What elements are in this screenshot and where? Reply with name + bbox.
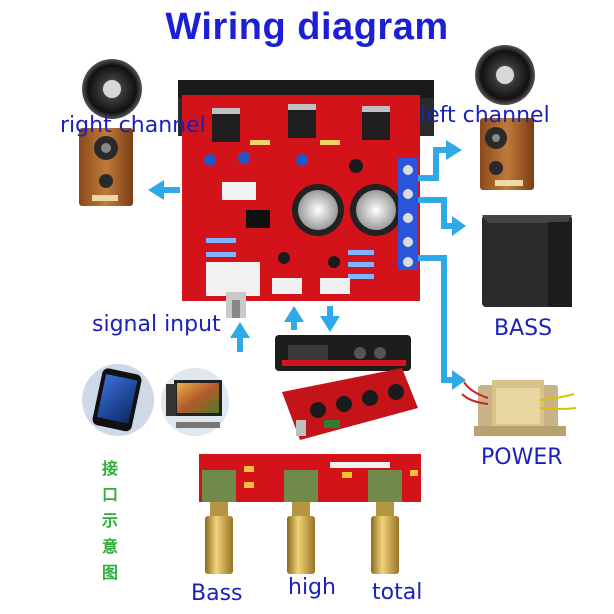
phone-icon	[82, 364, 154, 436]
bass-knob[interactable]	[205, 502, 233, 574]
high-knob[interactable]	[287, 502, 315, 574]
left-channel-label: left channel	[420, 103, 550, 128]
signal-input-label: signal input	[92, 312, 221, 337]
vertical-char: 示	[101, 511, 118, 530]
bluetooth-module	[275, 335, 411, 371]
computer-icon	[161, 368, 229, 436]
control-board	[199, 454, 421, 502]
vertical-char: 口	[101, 485, 118, 504]
bass-label: BASS	[494, 316, 553, 341]
total-knob-label: total	[372, 580, 423, 605]
right-channel-label: right channel	[60, 113, 206, 138]
left-speaker-icon	[475, 45, 535, 190]
total-knob[interactable]	[371, 502, 399, 574]
subwoofer-icon	[482, 215, 572, 307]
bass-knob-label: Bass	[191, 581, 243, 606]
transformer-icon	[461, 380, 577, 436]
power-label: POWER	[481, 445, 563, 470]
diagram-title: Wiring diagram	[165, 6, 449, 48]
right-speaker-icon	[79, 59, 142, 206]
vertical-char: 接	[101, 459, 118, 478]
vertical-char: 意	[101, 537, 118, 556]
amplifier-board	[178, 80, 434, 318]
tone-preamp-board	[282, 368, 418, 440]
connection-arrows	[148, 140, 466, 390]
vertical-char: 图	[101, 563, 118, 582]
vertical-caption: 接 口 示 意 图	[100, 456, 120, 586]
high-knob-label: high	[288, 575, 336, 600]
